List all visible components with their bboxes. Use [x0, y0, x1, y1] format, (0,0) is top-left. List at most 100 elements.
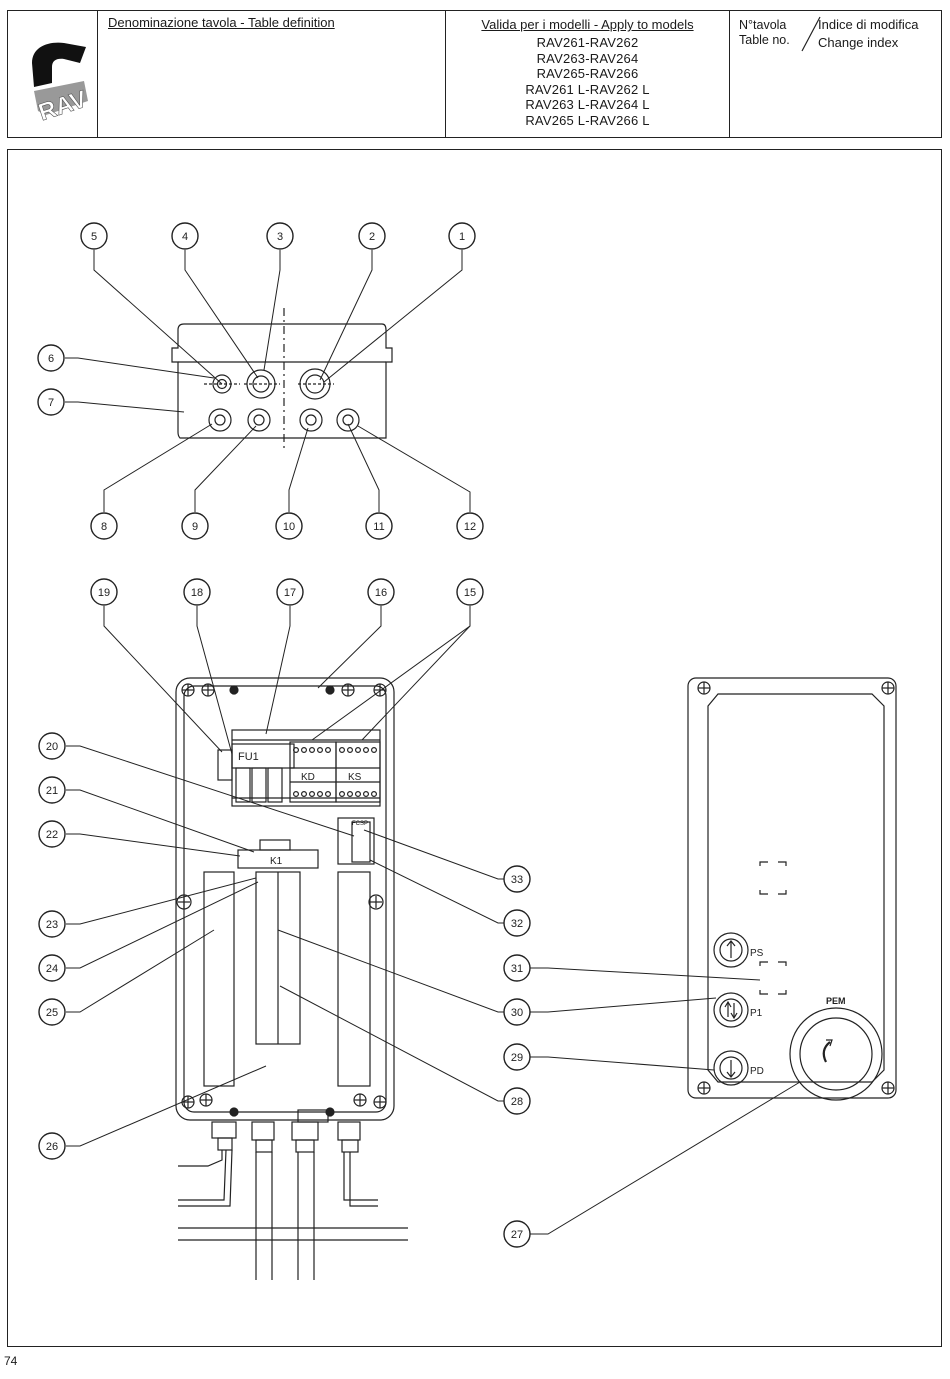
callout-circle — [358, 222, 386, 250]
callout-30: 30 — [503, 998, 531, 1026]
callout-number: 33 — [511, 874, 523, 886]
model-item: RAV263 L-RAV264 L — [525, 97, 650, 113]
callout-circle — [38, 732, 66, 760]
button-updown-label: P1 — [750, 1008, 763, 1019]
callout-25: 25 — [38, 998, 66, 1026]
callout-26: 26 — [38, 1132, 66, 1160]
callout-number: 4 — [182, 231, 188, 243]
model-item: RAV261 L-RAV262 L — [525, 81, 650, 97]
callout-circle — [38, 954, 66, 982]
button-up-label: PS — [750, 948, 764, 959]
callout-33: 33 — [503, 865, 531, 893]
callout-1: 1 — [448, 222, 476, 250]
callout-circle — [38, 1132, 66, 1160]
callout-number: 7 — [48, 397, 54, 409]
callout-circle — [456, 578, 484, 606]
callout-number: 26 — [46, 1141, 58, 1153]
page-number: 74 — [4, 1354, 18, 1368]
callout-number: 28 — [511, 1096, 523, 1108]
callout-number: 8 — [101, 521, 107, 533]
wiring-diagram: FU1 KD KS K1 FCSP PS P1 PD PEM 123456789… — [37, 222, 897, 1280]
change-index-label: Indice di modifica Change index — [818, 17, 919, 50]
table-number-cell: N°tavola Table no. Indice di modifica Ch… — [730, 11, 941, 137]
leader-28 — [279, 985, 517, 1102]
callout-circle — [181, 512, 209, 540]
relay-label: K1 — [270, 856, 283, 867]
callout-2: 2 — [358, 222, 386, 250]
callout-number: 9 — [192, 521, 198, 533]
callout-17: 17 — [276, 578, 304, 606]
callout-number: 12 — [464, 521, 476, 533]
contactor-up-label: KS — [348, 772, 362, 783]
callout-number: 22 — [46, 829, 58, 841]
callout-8: 8 — [90, 512, 118, 540]
table-number-label: N°tavola Table no. — [739, 18, 790, 47]
callout-circle — [367, 578, 395, 606]
table-definition-label: Denominazione tavola - Table definition — [108, 15, 335, 30]
callout-3: 3 — [266, 222, 294, 250]
callout-4: 4 — [171, 222, 199, 250]
callout-circle — [171, 222, 199, 250]
callout-circle — [37, 388, 65, 416]
callout-number: 32 — [511, 918, 523, 930]
callout-15: 15 — [456, 578, 484, 606]
callout-circle — [276, 578, 304, 606]
callout-number: 20 — [46, 741, 58, 753]
callout-number: 25 — [46, 1007, 58, 1019]
pendant-control-view — [687, 677, 897, 1101]
callout-circle — [275, 512, 303, 540]
callout-number: 31 — [511, 963, 523, 975]
callout-circle — [503, 1087, 531, 1115]
callout-circle — [38, 776, 66, 804]
box-top-view — [171, 308, 393, 450]
model-item: RAV265 L-RAV266 L — [525, 112, 650, 128]
callout-28: 28 — [503, 1087, 531, 1115]
callout-7: 7 — [37, 388, 65, 416]
callout-number: 6 — [48, 353, 54, 365]
callout-circle — [90, 512, 118, 540]
callout-9: 9 — [181, 512, 209, 540]
model-item: RAV265-RAV266 — [536, 66, 639, 82]
callout-circle — [503, 1220, 531, 1248]
callout-circle — [365, 512, 393, 540]
callout-number: 15 — [464, 587, 476, 599]
callout-number: 2 — [369, 231, 375, 243]
callout-21: 21 — [38, 776, 66, 804]
callout-18: 18 — [183, 578, 211, 606]
callout-23: 23 — [38, 910, 66, 938]
model-item: RAV263-RAV264 — [536, 50, 639, 66]
callout-number: 11 — [373, 521, 384, 533]
limit-switch-label: FCSP — [352, 821, 368, 827]
callout-circle — [503, 998, 531, 1026]
callout-circle — [37, 344, 65, 372]
callout-16: 16 — [367, 578, 395, 606]
callout-number: 30 — [511, 1007, 523, 1019]
table-definition-cell: Denominazione tavola - Table definition — [98, 11, 446, 137]
callout-24: 24 — [38, 954, 66, 982]
leader-lines — [65, 250, 801, 1235]
logo-cell: RAV — [8, 11, 98, 137]
callout-number: 16 — [375, 587, 387, 599]
callout-32: 32 — [503, 909, 531, 937]
callout-circle — [503, 1043, 531, 1071]
callout-number: 23 — [46, 919, 58, 931]
models-label: Valida per i modelli - Apply to models — [481, 17, 694, 32]
callout-circle — [503, 865, 531, 893]
callout-31: 31 — [503, 954, 531, 982]
callout-number: 17 — [284, 587, 296, 599]
rav-logo-icon: RAV — [32, 42, 90, 127]
callout-number: 1 — [459, 231, 465, 243]
box-interior-view — [175, 677, 408, 1280]
model-item: RAV261-RAV262 — [536, 35, 639, 50]
callout-circle — [266, 222, 294, 250]
button-down-label: PD — [750, 1066, 764, 1077]
callout-circle — [90, 578, 118, 606]
callout-5: 5 — [80, 222, 108, 250]
callout-circle — [183, 578, 211, 606]
callout-19: 19 — [90, 578, 118, 606]
contactor-down-label: KD — [301, 772, 315, 783]
callout-circle — [38, 998, 66, 1026]
callout-11: 11 — [365, 512, 393, 540]
